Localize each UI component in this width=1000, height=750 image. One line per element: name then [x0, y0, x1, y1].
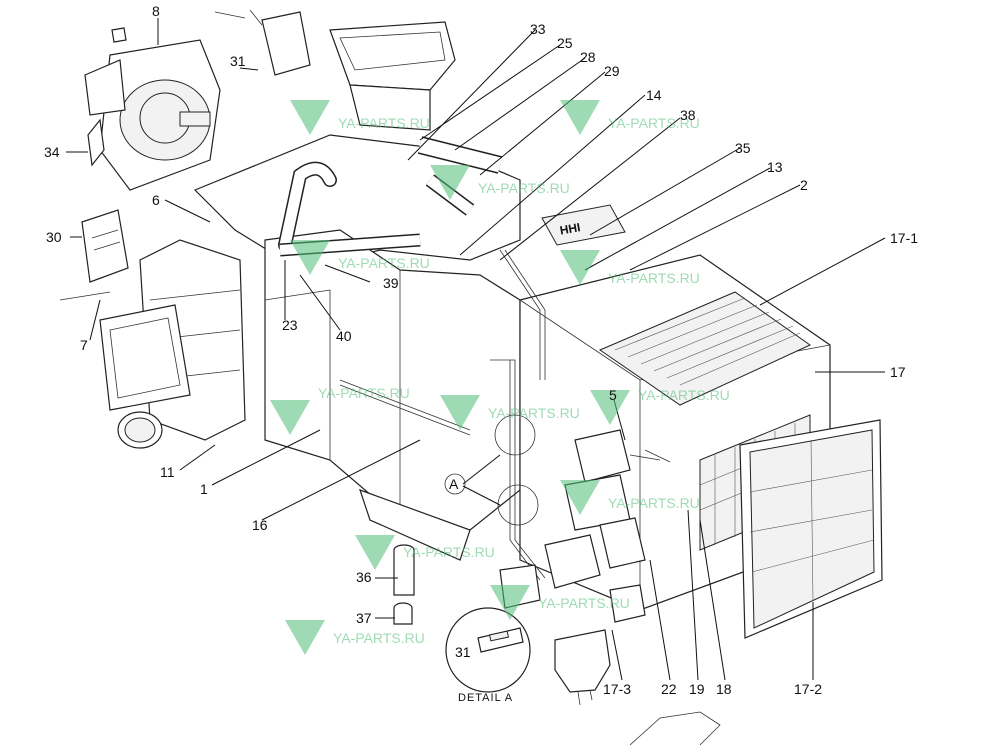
label-18: 18 [716, 681, 732, 697]
svg-text:YA-PARTS.RU: YA-PARTS.RU [538, 595, 630, 611]
label-17: 17 [890, 364, 906, 380]
label-40: 40 [336, 328, 352, 344]
blower-inlet [99, 304, 191, 449]
label-29: 29 [604, 63, 620, 79]
watermark-2: YA-PARTS.RU [560, 100, 700, 135]
bracket-34 [87, 118, 105, 167]
svg-text:YA-PARTS.RU: YA-PARTS.RU [608, 270, 700, 286]
drain-hose-17-3 [554, 629, 611, 706]
label-8: 8 [152, 3, 160, 19]
svg-text:YA-PARTS.RU: YA-PARTS.RU [338, 115, 430, 131]
label-7: 7 [80, 337, 88, 353]
svg-text:YA-PARTS.RU: YA-PARTS.RU [338, 255, 430, 271]
label-1: 1 [200, 481, 208, 497]
label-17-2: 17-2 [794, 681, 822, 697]
label-16: 16 [252, 517, 268, 533]
hvac-unit-body [139, 21, 831, 611]
detail-a-circle [445, 607, 531, 693]
watermark-9: YA-PARTS.RU [560, 480, 700, 515]
detail-marker: A [449, 476, 459, 492]
actuator-lower [499, 517, 646, 623]
watermark-5: YA-PARTS.RU [560, 250, 700, 286]
label-25: 25 [557, 35, 573, 51]
label-17-1: 17-1 [890, 230, 918, 246]
part-labels: 8 31 33 25 28 29 14 38 35 13 2 17-1 17 3… [44, 3, 918, 697]
watermark-7: YA-PARTS.RU [440, 395, 580, 430]
label-39: 39 [383, 275, 399, 291]
svg-text:YA-PARTS.RU: YA-PARTS.RU [478, 180, 570, 196]
drain-tube-36 [393, 544, 415, 596]
label-35: 35 [735, 140, 751, 156]
blower-motor [84, 39, 221, 191]
label-36: 36 [356, 569, 372, 585]
watermark-group: YA-PARTS.RU YA-PARTS.RU YA-PARTS.RU YA-P… [270, 100, 730, 655]
label-31-detail: 31 [455, 644, 471, 660]
label-19: 19 [689, 681, 705, 697]
watermark-10: YA-PARTS.RU [355, 535, 495, 570]
detail-a-callouts [444, 414, 539, 526]
watermark-12: YA-PARTS.RU [285, 620, 425, 655]
svg-text:YA-PARTS.RU: YA-PARTS.RU [488, 405, 580, 421]
label-5: 5 [609, 387, 617, 403]
decal-text: HHI [559, 220, 582, 237]
screw-8 [111, 27, 127, 43]
svg-text:YA-PARTS.RU: YA-PARTS.RU [318, 385, 410, 401]
watermark-3: YA-PARTS.RU [430, 165, 570, 200]
label-17-3: 17-3 [603, 681, 631, 697]
drain-cap-37 [393, 602, 413, 625]
detail-caption: DETAIL A [458, 692, 513, 704]
label-38: 38 [680, 107, 696, 123]
label-13: 13 [767, 159, 783, 175]
label-30: 30 [46, 229, 62, 245]
actuator-30 [59, 209, 129, 301]
watermark-6: YA-PARTS.RU [270, 385, 410, 435]
svg-text:YA-PARTS.RU: YA-PARTS.RU [608, 495, 700, 511]
label-6: 6 [152, 192, 160, 208]
actuator-top [214, 9, 311, 76]
bottom-shape [629, 711, 721, 746]
label-31: 31 [230, 53, 246, 69]
label-37: 37 [356, 610, 372, 626]
filter-17-2 [739, 419, 883, 639]
label-34: 34 [44, 144, 60, 160]
svg-text:YA-PARTS.RU: YA-PARTS.RU [638, 387, 730, 403]
label-23: 23 [282, 317, 298, 333]
decal-35: HHI [541, 204, 626, 246]
label-14: 14 [646, 87, 662, 103]
watermark-1: YA-PARTS.RU [290, 100, 430, 135]
svg-text:YA-PARTS.RU: YA-PARTS.RU [403, 544, 495, 560]
label-2: 2 [800, 177, 808, 193]
svg-text:YA-PARTS.RU: YA-PARTS.RU [608, 115, 700, 131]
watermark-11: YA-PARTS.RU [490, 585, 630, 620]
label-11: 11 [160, 464, 175, 480]
watermark-4: YA-PARTS.RU [290, 240, 430, 275]
svg-text:YA-PARTS.RU: YA-PARTS.RU [333, 630, 425, 646]
label-33: 33 [530, 21, 546, 37]
label-22: 22 [661, 681, 677, 697]
leader-lines [66, 18, 886, 681]
label-28: 28 [580, 49, 596, 65]
watermark-8: YA-PARTS.RU [590, 387, 730, 425]
